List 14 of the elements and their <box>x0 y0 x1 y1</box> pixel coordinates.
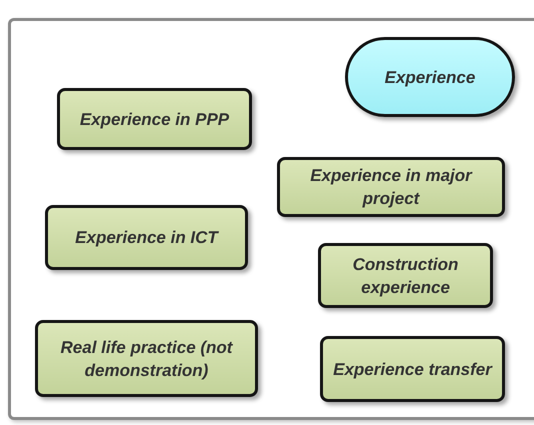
process-box <box>320 336 505 402</box>
box-label: Experience transfer <box>333 358 492 380</box>
rounded-terminal-box <box>345 37 515 117</box>
box-label: Experience in PPP <box>80 108 230 130</box>
process-box <box>277 157 505 217</box>
process-box <box>318 243 493 308</box>
box-label: Experience <box>384 66 476 88</box>
box-label: Experience in ICT <box>75 227 218 249</box>
process-box <box>35 320 258 397</box>
box-label: Construction experience <box>352 254 460 298</box>
process-box <box>57 88 252 150</box>
box-label: Real life practice (not demonstration) <box>60 336 234 382</box>
process-box <box>45 205 248 270</box>
box-label: Experience in major project <box>309 165 474 210</box>
